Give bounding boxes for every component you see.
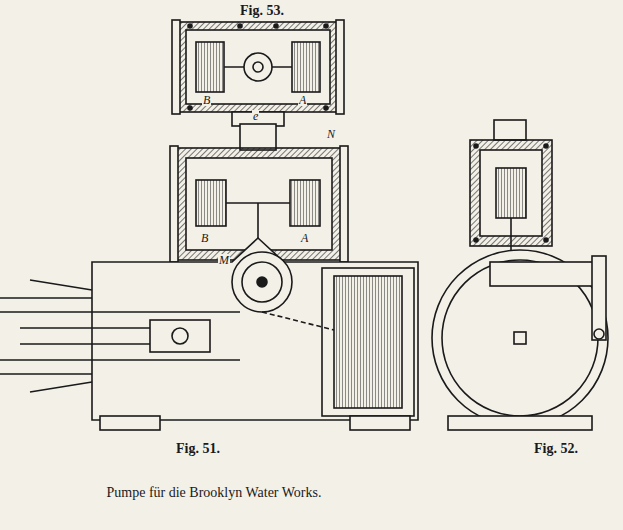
caption: Pumpe für die Brooklyn Water Works. <box>107 486 322 500</box>
callout-letter: B <box>200 232 209 244</box>
callout-letter: N <box>326 128 336 140</box>
callout-letter: M <box>218 254 230 266</box>
figure-label: Fig. 53. <box>240 4 284 18</box>
callout-letter: A <box>298 94 307 106</box>
callout-letter: B <box>202 94 211 106</box>
callout-letter: e <box>252 110 259 122</box>
callout-letter: A <box>300 232 309 244</box>
figure-label: Fig. 51. <box>176 442 220 456</box>
figure-label: Fig. 52. <box>534 442 578 456</box>
